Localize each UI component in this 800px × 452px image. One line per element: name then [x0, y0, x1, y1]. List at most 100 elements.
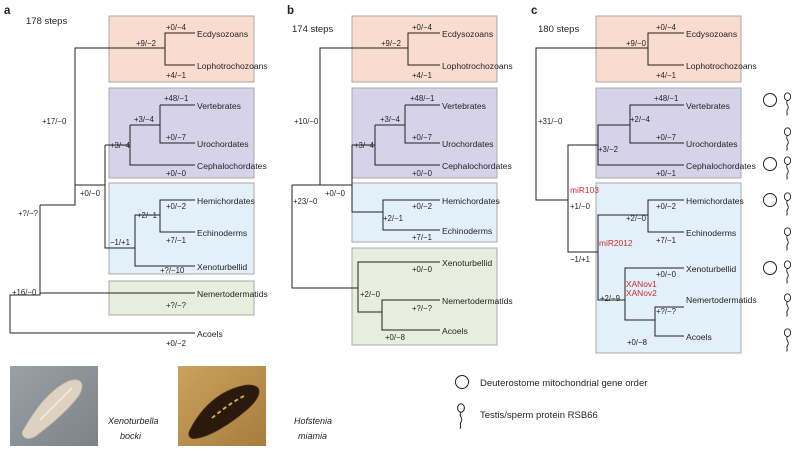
legend: Deuterostome mitochondrial gene order Te… [455, 375, 647, 429]
body-highlight [39, 387, 73, 421]
taxon-acoels-b: Acoels [442, 326, 468, 336]
branch-label: +7/−1 [166, 236, 186, 245]
taxon-xenoturbellid-b: Xenoturbellid [442, 258, 492, 268]
mito-circle-icon [763, 157, 777, 171]
branch-label: +0/−0 [412, 265, 433, 274]
taxon-lophotrochozoans-c: Lophotrochozoans [686, 61, 757, 71]
protostome-box [351, 15, 498, 83]
taxon-urochordates-b: Urochordates [442, 139, 494, 149]
branch-label: +0/−7 [656, 133, 676, 142]
branch-label: +9/−0 [626, 39, 647, 48]
branch-label: +0/−4 [656, 23, 677, 32]
taxon-vertebrates-a: Vertebrates [197, 101, 241, 111]
hofstenia-photo [178, 366, 266, 446]
nemertodermatid-box [108, 280, 255, 316]
acoelomorph-box [351, 247, 498, 346]
taxon-nemertodermatids-a: Nemertodermatids [197, 289, 268, 299]
branch-label: +0/−4 [412, 23, 433, 32]
chordate-box [108, 87, 255, 179]
sperm-icon [783, 192, 792, 216]
body-stripes [211, 395, 245, 419]
tree-b [291, 32, 440, 331]
branch-label: −1/+1 [570, 255, 590, 264]
taxon-hemichordates-b: Hemichordates [442, 196, 500, 206]
taxon-echinoderms-b: Echinoderms [442, 226, 492, 236]
sperm-icon [783, 127, 792, 151]
branch-label: +1/−0 [570, 202, 591, 211]
branch-label: +0/−0 [656, 270, 677, 279]
branch-label: +0/−0 [80, 189, 101, 198]
taxon-echinoderms-a: Echinoderms [197, 228, 247, 238]
taxon-urochordates-c: Urochordates [686, 139, 738, 149]
panel-b: b 174 steps Ecdysozoans Lophotrochozoans… [287, 5, 513, 346]
branch-label: +0/−0 [412, 169, 433, 178]
branch-label: +0/−7 [166, 133, 186, 142]
branch-label: +?/−? [412, 304, 433, 313]
taxon-acoels-a: Acoels [197, 329, 223, 339]
taxon-ecdysozoans-b: Ecdysozoans [442, 29, 493, 39]
protostome-box [595, 15, 742, 83]
protostome-box [108, 15, 255, 83]
taxon-nemertodermatids-c: Nemertodermatids [686, 295, 757, 305]
steps-label-c: 180 steps [538, 24, 579, 35]
chordate-box [595, 87, 742, 179]
tree-a [9, 32, 195, 334]
taxon-cephalochordates-a: Cephalochordates [197, 161, 267, 171]
marker-xanov1: XANov1 [626, 279, 657, 289]
branch-label: +9/−2 [381, 39, 401, 48]
photo-caption-species-1: bocki [120, 431, 142, 441]
legend-circle-icon [455, 375, 469, 389]
taxon-xenoturbellid-c: Xenoturbellid [686, 264, 736, 274]
branch-label: +2/−1 [383, 214, 403, 223]
branch-label: +2/−1 [137, 211, 157, 220]
sperm-icon [783, 260, 792, 284]
branch-label: +0/−8 [627, 338, 647, 347]
branch-label: +3/−4 [110, 141, 131, 150]
branch-label: +0/−0 [325, 189, 346, 198]
taxon-vertebrates-b: Vertebrates [442, 101, 486, 111]
branch-label: +3/−2 [598, 145, 618, 154]
branch-label: +48/−1 [654, 94, 678, 103]
xenoturbella-photo [10, 366, 98, 446]
steps-label-b: 174 steps [292, 24, 333, 35]
legend-sperm-label: Testis/sperm protein RSB66 [480, 410, 598, 421]
branch-label: +2/−4 [630, 115, 651, 124]
branch-label: +7/−1 [412, 233, 432, 242]
trait-icons [763, 92, 792, 352]
mito-circle-icon [763, 93, 777, 107]
taxon-ecdysozoans-a: Ecdysozoans [197, 29, 248, 39]
branch-label: −1/+1 [110, 238, 130, 247]
branch-label: +10/−0 [294, 117, 319, 126]
panel-letter-b: b [287, 5, 294, 17]
branch-label: +0/−2 [656, 202, 676, 211]
marker-mir2012: miR2012 [599, 238, 633, 248]
taxon-hemichordates-a: Hemichordates [197, 196, 255, 206]
branch-label: +48/−1 [164, 94, 188, 103]
steps-label-a: 178 steps [26, 16, 67, 27]
branch-label: +2/−9 [600, 294, 620, 303]
branch-label: +0/−8 [385, 333, 405, 342]
marker-xanov2: XANov2 [626, 288, 657, 298]
branch-label: +?/−? [656, 307, 677, 316]
ambulacraria-box [108, 182, 255, 275]
panel-letter-a: a [4, 5, 11, 17]
branch-label: +0/−4 [166, 23, 187, 32]
taxon-ecdysozoans-c: Ecdysozoans [686, 29, 737, 39]
branch-label: +17/−0 [42, 117, 67, 126]
chordate-box [351, 87, 498, 179]
branch-label: +0/−0 [166, 169, 187, 178]
mito-circle-icon [763, 193, 777, 207]
photo-caption-genus-1: Xenoturbella [107, 416, 159, 426]
branch-label: +9/−2 [136, 39, 156, 48]
branch-label: +0/−1 [656, 169, 676, 178]
taxon-hemichordates-c: Hemichordates [686, 196, 744, 206]
mito-circle-icon [763, 261, 777, 275]
branch-label: +7/−1 [656, 236, 676, 245]
branch-label: +?/−? [166, 301, 187, 310]
legend-sperm-icon [457, 403, 465, 429]
photo-caption-species-2: miamia [298, 431, 327, 441]
branch-label: +2/−0 [360, 290, 381, 299]
branch-label: +2/−0 [626, 214, 647, 223]
branch-label: +31/−0 [538, 117, 563, 126]
taxon-acoels-c: Acoels [686, 332, 712, 342]
